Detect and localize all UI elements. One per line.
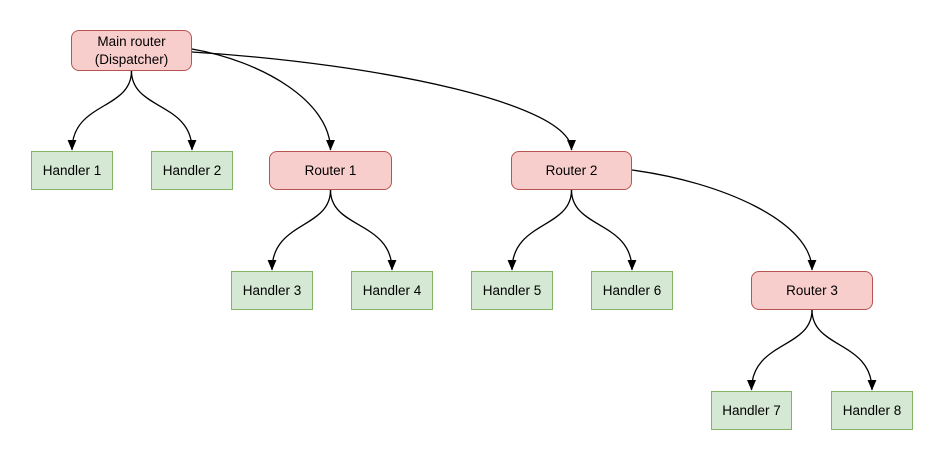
node-handler-2: Handler 2 (151, 151, 233, 190)
node-handler-3: Handler 3 (231, 271, 313, 310)
edge-router-2-to-router-3 (631, 169, 817, 271)
edge-router-3-to-handler-7 (747, 309, 813, 391)
node-handler-1: Handler 1 (31, 151, 113, 190)
edge-router-2-to-handler-6 (570, 189, 637, 271)
node-router-3: Router 3 (751, 271, 873, 310)
edge-router-2-to-handler-5 (507, 189, 573, 271)
edge-main-router-to-router-1 (191, 48, 335, 151)
node-handler-4: Handler 4 (351, 271, 433, 310)
edge-router-1-to-handler-4 (329, 189, 397, 271)
node-handler-5: Handler 5 (471, 271, 553, 310)
edge-router-3-to-handler-8 (811, 309, 877, 391)
node-router-1: Router 1 (269, 151, 392, 190)
edge-main-router-to-handler-1 (67, 70, 133, 151)
node-handler-7: Handler 7 (711, 391, 792, 430)
node-main-router: Main router (Dispatcher) (71, 30, 192, 71)
node-handler-8: Handler 8 (831, 391, 913, 430)
edge-paths (67, 48, 877, 391)
node-router-2: Router 2 (511, 151, 632, 190)
node-handler-6: Handler 6 (591, 271, 673, 310)
edge-main-router-to-router-2 (191, 51, 576, 151)
edge-router-1-to-handler-3 (267, 189, 332, 271)
edge-main-router-to-handler-2 (130, 70, 197, 151)
